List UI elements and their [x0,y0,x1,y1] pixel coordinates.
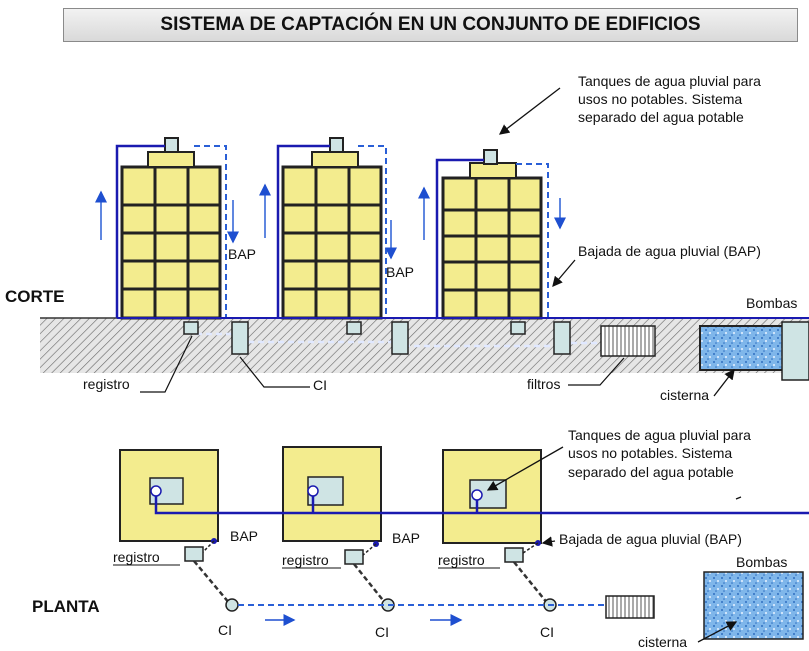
tanks-note-planta-line2: usos no potables. Sistema [568,445,732,461]
underground-collector [183,321,809,381]
supply-risers [115,144,484,318]
ci-chamber-3 [553,321,571,355]
registro-box-1 [183,321,199,335]
pumps-label-corte: Bombas [746,295,797,311]
tanks-note-planta-line1: Tanques de agua pluvial para [568,427,751,443]
tanks-note-corte-line2: usos no potables. Sistema [578,91,742,107]
ci-label-planta-1: CI [218,622,232,638]
rooftop-tank-3 [483,149,498,165]
registro-label-planta-1: registro [113,549,160,565]
supply-line-plan [154,496,809,515]
ci-chamber-2 [391,321,409,355]
rooftop-tank-1 [164,137,179,153]
cistern-plan [703,571,804,640]
ci-chamber-1 [231,321,249,355]
bap-label-planta-1: BAP [230,528,258,544]
tanks-note-corte-line1: Tanques de agua pluvial para [578,73,761,89]
rooftop-tank-2 [329,137,344,153]
downpipes-bap [194,145,549,318]
bap-label-corte-2: BAP [386,264,414,280]
downpipe-note-planta: Bajada de agua pluvial (BAP) [559,531,742,547]
building-2-elevation [281,137,383,320]
cisterna-label-corte: cisterna [660,387,709,403]
bap-label-planta-2: BAP [392,530,420,546]
registro-label-planta-2: registro [282,552,329,568]
registro-box-3 [510,321,526,335]
corte-section: CORTE Tanques de agua pluvial para usos … [5,73,809,403]
filter-plan [605,595,655,619]
ci-label-corte: CI [313,377,327,393]
diagram-title: SISTEMA DE CAPTACIÓN EN UN CONJUNTO DE E… [63,8,798,42]
filter-unit [600,325,656,357]
bap-label-corte-1: BAP [228,246,256,262]
ci-label-planta-3: CI [540,624,554,640]
corte-label: CORTE [5,287,65,306]
cisterna-label-planta: cisterna [638,634,687,650]
downpipe-note-corte: Bajada de agua pluvial (BAP) [578,243,761,259]
planta-label: PLANTA [32,597,100,616]
building-3-elevation [441,149,543,320]
tanks-note-planta-line3: separado del agua potable [568,464,734,480]
filtros-label: filtros [527,376,560,392]
registro-box-2 [346,321,362,335]
ci-plan-1 [225,598,239,612]
registro-boxes-plan [184,538,541,565]
ci-label-planta-2: CI [375,624,389,640]
registro-label-planta-3: registro [438,552,485,568]
pumps-label-planta: Bombas [736,554,787,570]
tanks-note-corte-line3: separado del agua potable [578,109,744,125]
building-1-elevation [120,137,222,320]
registro-label-corte: registro [83,376,130,392]
planta-section: PLANTA Tanques de agua pluvial para usos… [32,427,809,650]
